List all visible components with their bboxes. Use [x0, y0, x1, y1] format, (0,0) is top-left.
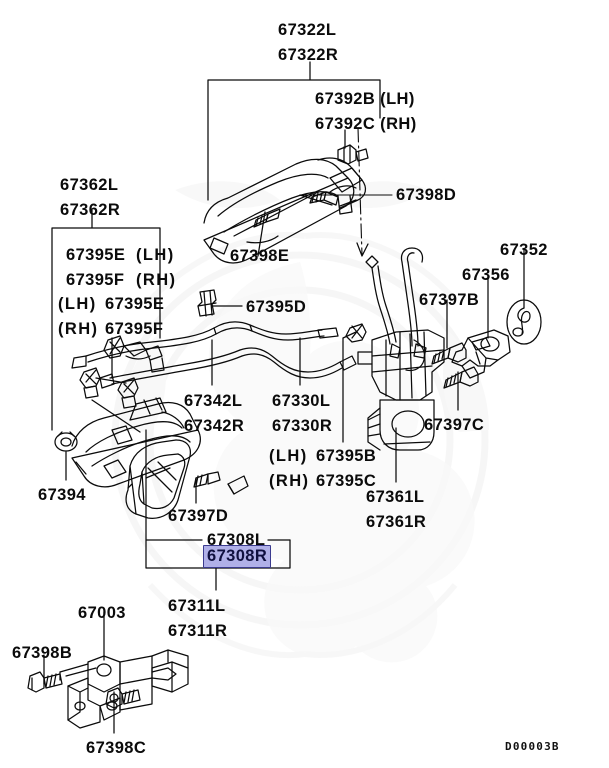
- part-label-67308r[interactable]: 67308R: [203, 545, 272, 568]
- screw-67397D: [193, 471, 249, 495]
- bolt-67398B: [27, 671, 63, 693]
- screw-67398E: [253, 208, 281, 228]
- part-label-67330l[interactable]: 67330L: [272, 392, 331, 410]
- part-label-67311r[interactable]: 67311R: [168, 622, 228, 640]
- bolt-67397C: [443, 366, 479, 389]
- inner-handle-body: [71, 397, 201, 488]
- part-label-67330r[interactable]: 67330R: [272, 417, 333, 435]
- part-label-67397c[interactable]: 67397C: [424, 416, 485, 434]
- part-label-rh[interactable]: (RH): [269, 472, 310, 490]
- part-label-lh[interactable]: (LH): [136, 246, 175, 264]
- part-label-67395f[interactable]: 67395F: [66, 271, 125, 289]
- bolt-67397B: [431, 342, 467, 365]
- door-latch-assembly-67361: [357, 247, 445, 451]
- part-label-67322l[interactable]: 67322L: [278, 21, 337, 39]
- part-label-67397d[interactable]: 67397D: [168, 507, 229, 525]
- bolt-67398C: [105, 687, 141, 709]
- clip-67395B: [345, 323, 367, 343]
- part-label-67356[interactable]: 67356: [462, 266, 510, 284]
- screw-67398D: [309, 191, 339, 206]
- inside-handle-bezel-67308: [125, 439, 192, 519]
- part-label-67395c[interactable]: 67395C: [316, 472, 377, 490]
- clip-67395D: [197, 289, 217, 317]
- part-label-67398e[interactable]: 67398E: [230, 247, 290, 265]
- link-rods: [71, 321, 357, 389]
- part-label-67003[interactable]: 67003: [78, 604, 126, 622]
- part-label-67392crh[interactable]: 67392C (RH): [315, 115, 417, 133]
- part-label-lh[interactable]: (LH): [58, 295, 97, 313]
- part-label-rh[interactable]: (RH): [58, 320, 99, 338]
- inner-handle-bracket-67362: [79, 335, 165, 409]
- part-label-67308l[interactable]: 67308L: [207, 531, 266, 549]
- part-label-67322r[interactable]: 67322R: [278, 46, 339, 64]
- part-label-67394[interactable]: 67394: [38, 486, 86, 504]
- part-label-rh[interactable]: (RH): [136, 271, 177, 289]
- part-label-67398c[interactable]: 67398C: [86, 739, 147, 757]
- selected-part-highlight[interactable]: 67308R: [203, 545, 272, 568]
- part-label-67397b[interactable]: 67397B: [419, 291, 480, 309]
- door-check-67003: [59, 649, 189, 729]
- handle-bolt-67392: [337, 144, 369, 165]
- plate-67352: [506, 299, 542, 345]
- part-label-67395d[interactable]: 67395D: [246, 298, 307, 316]
- part-label-67398d[interactable]: 67398D: [396, 186, 457, 204]
- diagram-corner-code: D00003B: [505, 740, 560, 753]
- part-label-67395e[interactable]: 67395E: [105, 295, 165, 313]
- part-label-67342l[interactable]: 67342L: [184, 392, 243, 410]
- part-label-67395e[interactable]: 67395E: [66, 246, 126, 264]
- part-label-67361r[interactable]: 67361R: [366, 513, 427, 531]
- part-label-lh[interactable]: (LH): [269, 447, 308, 465]
- part-label-67342r[interactable]: 67342R: [184, 417, 245, 435]
- part-label-67352[interactable]: 67352: [500, 241, 548, 259]
- part-label-67361l[interactable]: 67361L: [366, 488, 425, 506]
- striker-bracket-67356: [451, 329, 511, 379]
- part-label-67395b[interactable]: 67395B: [316, 447, 377, 465]
- outside-door-handle: [203, 157, 367, 264]
- part-label-67362r[interactable]: 67362R: [60, 201, 121, 219]
- grommet-67394: [54, 431, 78, 452]
- part-label-67398b[interactable]: 67398B: [12, 644, 73, 662]
- part-label-67362l[interactable]: 67362L: [60, 176, 119, 194]
- part-label-67395f[interactable]: 67395F: [105, 320, 164, 338]
- part-label-67392blh[interactable]: 67392B (LH): [315, 90, 415, 108]
- part-label-67311l[interactable]: 67311L: [168, 597, 226, 615]
